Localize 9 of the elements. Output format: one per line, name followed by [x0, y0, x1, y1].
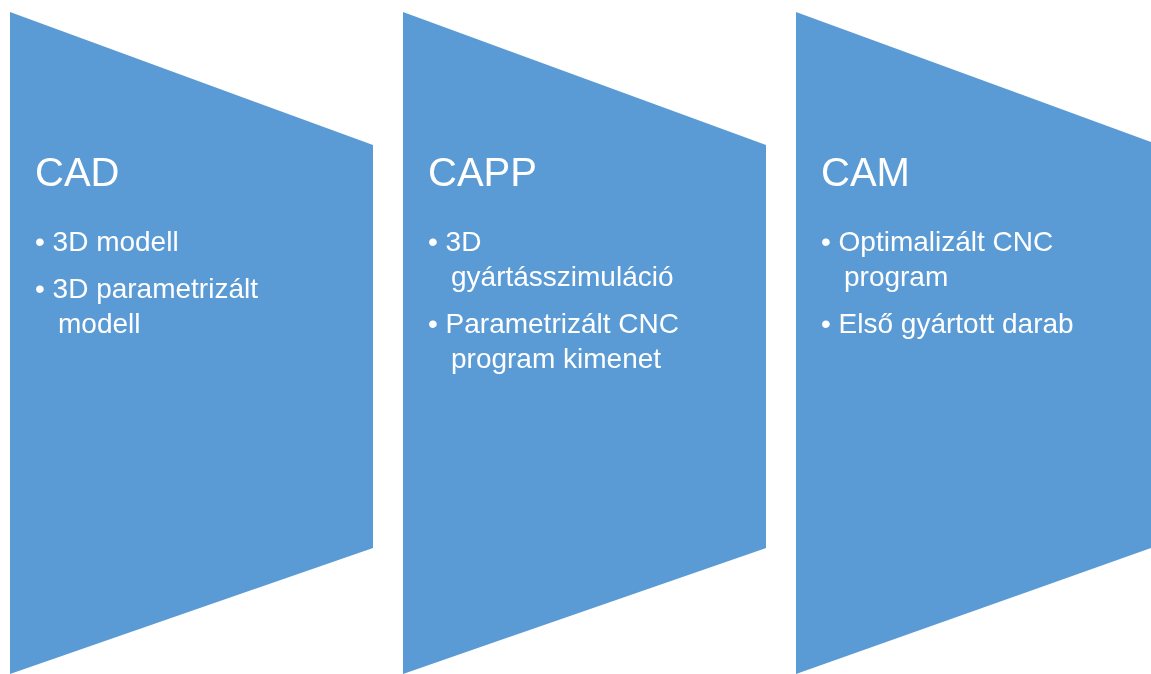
bullet-item: • 3D parametrizált modell — [35, 272, 259, 341]
stage-heading: CAPP — [428, 149, 537, 196]
stage-heading: CAM — [821, 149, 910, 196]
bullet-item: • Optimalizált CNC program — [821, 225, 1055, 294]
bullet-item: • Első gyártott darab — [821, 307, 1075, 341]
stage-heading: CAD — [35, 149, 120, 196]
bullet-item: • Parametrizált CNC program kimenet — [428, 307, 680, 376]
bullet-item: • 3D modell — [35, 225, 180, 259]
bullet-item: • 3D gyártásszimuláció — [428, 225, 675, 294]
